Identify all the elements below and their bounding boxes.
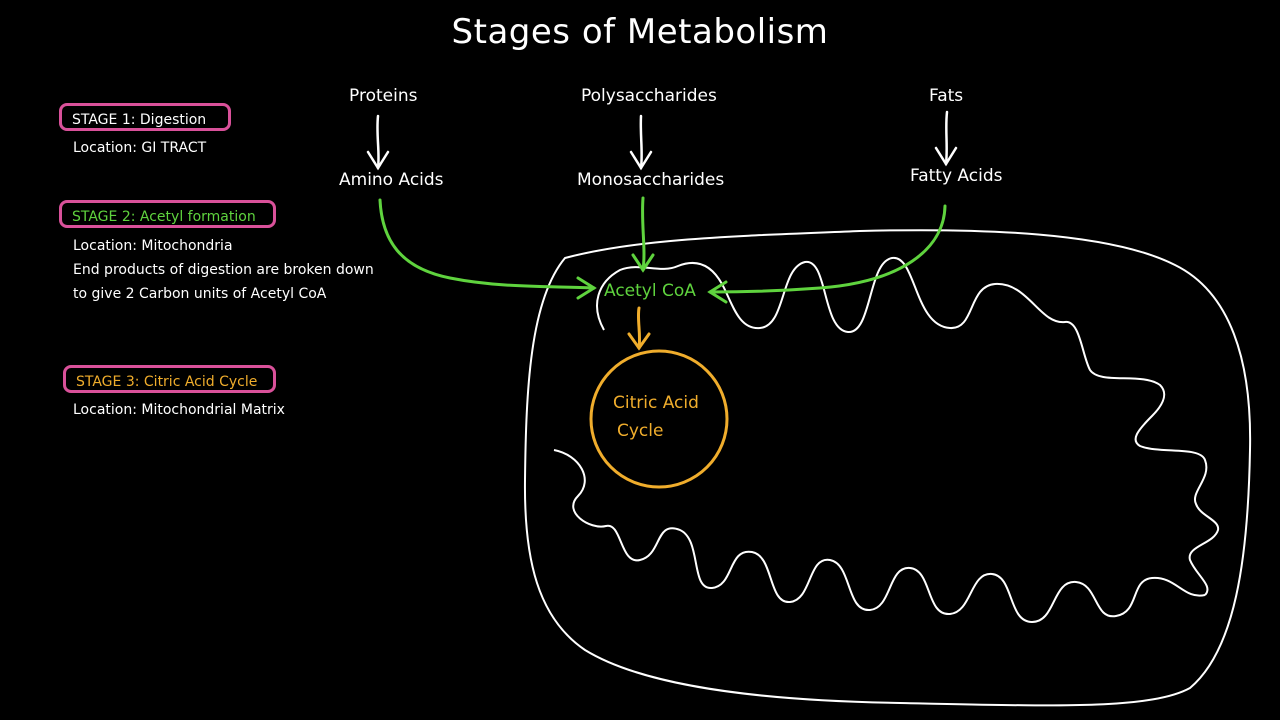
label-proteins: Proteins — [349, 86, 418, 106]
arrow-amino-acids-to-acetyl-coa — [378, 198, 597, 300]
stage-3-label: STAGE 3: Citric Acid Cycle — [76, 374, 258, 390]
stage-1-label: STAGE 1: Digestion — [72, 112, 207, 128]
label-citric-acid-line2: Cycle — [617, 421, 664, 441]
label-monosaccharides: Monosaccharides — [577, 170, 725, 190]
stage-1-box: STAGE 1: Digestion — [59, 103, 231, 131]
label-amino-acids: Amino Acids — [339, 170, 444, 190]
mitochondrion-inner-membrane-upper — [596, 256, 1220, 596]
label-polysaccharides: Polysaccharides — [581, 86, 717, 106]
stage-1-location: Location: GI TRACT — [73, 140, 207, 156]
arrow-fatty-acids-to-acetyl-coa — [707, 204, 947, 304]
arrow-fats-to-fatty-acids — [934, 110, 958, 167]
arrow-acetyl-coa-to-citric-acid-cycle — [627, 306, 651, 351]
arrow-polysaccharides-to-monosaccharides — [629, 114, 653, 171]
stage-2-label: STAGE 2: Acetyl formation — [72, 209, 256, 225]
mitochondrion-inner-membrane-lower — [553, 449, 1206, 624]
mitochondrion-outer-membrane — [523, 229, 1252, 707]
label-fatty-acids: Fatty Acids — [910, 166, 1003, 186]
stage-3-location: Location: Mitochondrial Matrix — [73, 402, 285, 418]
stage-3-box: STAGE 3: Citric Acid Cycle — [63, 365, 276, 393]
stage-2-detail-2: to give 2 Carbon units of Acetyl CoA — [73, 286, 327, 302]
arrow-proteins-to-amino-acids — [366, 114, 390, 171]
label-acetyl-coa: Acetyl CoA — [604, 281, 696, 301]
citric-acid-cycle-circle — [589, 349, 729, 489]
label-fats: Fats — [929, 86, 964, 106]
label-citric-acid-line1: Citric Acid — [613, 393, 699, 413]
arrow-monosaccharides-to-acetyl-coa — [631, 196, 655, 273]
stage-2-box: STAGE 2: Acetyl formation — [59, 200, 276, 228]
stage-2-detail-1: End products of digestion are broken dow… — [73, 262, 374, 278]
page-title: Stages of Metabolism — [451, 12, 829, 52]
stage-2-location: Location: Mitochondria — [73, 238, 233, 254]
